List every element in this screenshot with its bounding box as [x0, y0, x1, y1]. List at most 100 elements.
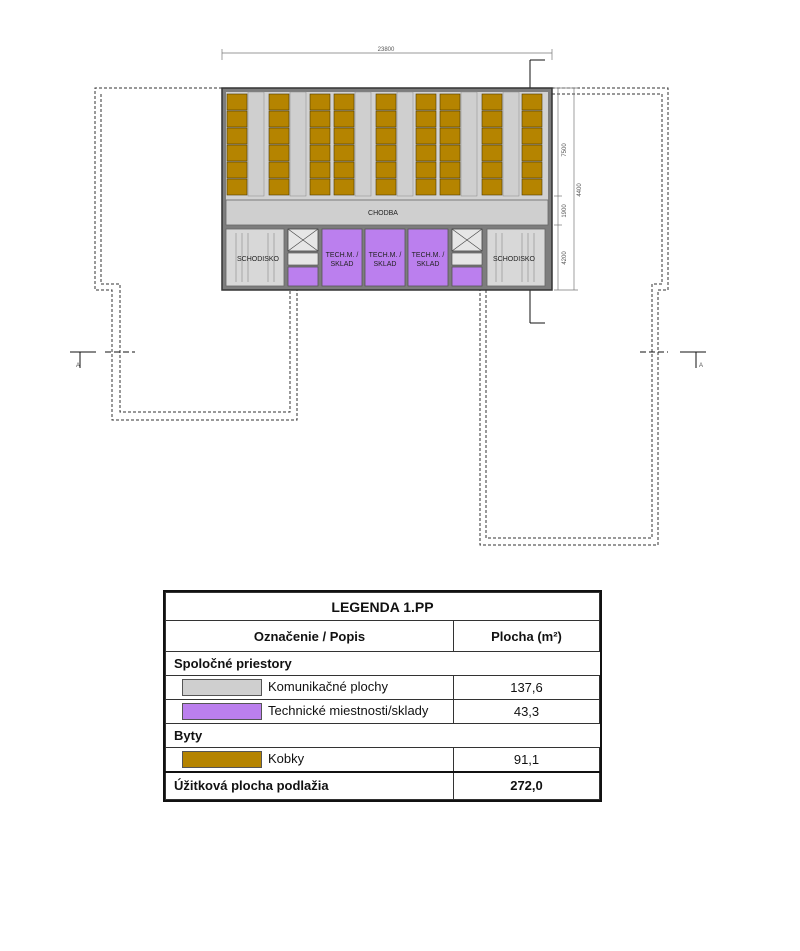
staircase-right [486, 228, 546, 287]
storage-cell [521, 93, 543, 111]
storage-cell [226, 144, 248, 162]
storage-cell [333, 127, 355, 145]
storage-aisle [460, 91, 478, 197]
legend-item-label: Technické miestnosti/sklady [268, 702, 429, 718]
storage-cell [481, 93, 503, 111]
storage-cell [481, 127, 503, 145]
storage-cell [333, 110, 355, 128]
tech-room-1-label-line1: TECH.M. / [326, 252, 359, 259]
staircase-left [225, 228, 285, 287]
storage-cell [226, 127, 248, 145]
storage-aisles [247, 91, 520, 197]
dimension-right-4: 4200 [562, 251, 568, 265]
storage-cell [521, 178, 543, 196]
section-cut-horizontal [70, 351, 706, 368]
legend-swatch [182, 679, 262, 697]
legend-group-name: Byty [165, 723, 600, 748]
storage-cell [415, 110, 437, 128]
tech-room-1-label-line2: SKLAD [331, 261, 354, 268]
legend-table: LEGENDA 1.PP Označenie / Popis Plocha (m… [163, 590, 602, 802]
storage-cell [309, 161, 331, 179]
dimension-top [221, 49, 553, 60]
storage-aisle [502, 91, 520, 197]
tech-room-3 [407, 228, 449, 287]
storage-cell [375, 161, 397, 179]
legend-swatch [182, 750, 262, 768]
storage-cell [309, 127, 331, 145]
legend-group-name: Spoločné priestory [165, 651, 600, 676]
section-marker-left: A [76, 363, 80, 369]
storage-cell [226, 110, 248, 128]
storage-cell [439, 178, 461, 196]
storage-cell [333, 178, 355, 196]
storage-cell [333, 144, 355, 162]
legend-item-row: Technické miestnosti/sklady 43,3 [165, 699, 600, 724]
storage-cell [439, 144, 461, 162]
tech-room-1 [321, 228, 363, 287]
storage-cell [309, 110, 331, 128]
legend-item-row: Kobky 91,1 [165, 747, 600, 772]
legend-item-desc: Komunikačné plochy [165, 675, 454, 700]
stair-treads-right [495, 233, 535, 282]
vestibule-left [287, 252, 319, 266]
tech-room-2-label-line2: SKLAD [374, 261, 397, 268]
legend-item-value: 43,3 [453, 699, 600, 724]
corridor-area [225, 199, 549, 226]
storage-cell [439, 161, 461, 179]
storage-cell [415, 93, 437, 111]
storage-aisle [289, 91, 307, 197]
storage-cell [481, 178, 503, 196]
storage-cell [439, 110, 461, 128]
storage-cell [481, 110, 503, 128]
storage-cell [481, 161, 503, 179]
legend-header-row: Označenie / Popis Plocha (m²) [165, 620, 600, 652]
storage-cell [226, 178, 248, 196]
legend-total-row: Úžitková plocha podlažia 272,0 [165, 770, 600, 800]
storage-aisle [354, 91, 372, 197]
storage-cell [375, 178, 397, 196]
storage-cell [415, 178, 437, 196]
legend-group-row: Spoločné priestory [165, 651, 600, 676]
storage-cell [268, 127, 290, 145]
storage-cell [439, 127, 461, 145]
tech-room-3-label-line2: SKLAD [417, 261, 440, 268]
dimension-right-3: 1900 [562, 204, 568, 218]
legend-item-desc: Technické miestnosti/sklady [165, 699, 454, 724]
floor-plan: 23800 7500 4400 1900 4200 A A CHODBA [70, 47, 706, 546]
storage-cell [521, 127, 543, 145]
legend-title: LEGENDA 1.PP [165, 592, 600, 621]
legend-item-value: 91,1 [453, 747, 600, 772]
section-cut-vertical [529, 59, 545, 324]
storage-cell [268, 110, 290, 128]
storage-cell [415, 127, 437, 145]
legend-item-label: Komunikačné plochy [268, 678, 388, 694]
storage-cell [481, 144, 503, 162]
dimension-right-1: 7500 [562, 143, 568, 157]
storage-cell [333, 161, 355, 179]
storage-cell [375, 93, 397, 111]
storage-cell [521, 161, 543, 179]
storage-cell [268, 144, 290, 162]
legend-total-label: Úžitková plocha podlažia [165, 770, 454, 800]
vestibule-right [451, 252, 483, 266]
storage-cell [226, 93, 248, 111]
tech-room-2 [364, 228, 406, 287]
tech-room-2-label-line1: TECH.M. / [369, 252, 402, 259]
storage-cell [309, 144, 331, 162]
staircase-right-label: SCHODISKO [493, 256, 536, 263]
corridor-label: CHODBA [368, 210, 398, 217]
storage-cell [521, 110, 543, 128]
storage-cell [268, 161, 290, 179]
tech-room-3-label-line1: TECH.M. / [412, 252, 445, 259]
storage-cell [375, 144, 397, 162]
storage-cell [415, 144, 437, 162]
storage-cell [226, 161, 248, 179]
storage-cell [415, 161, 437, 179]
legend-item-label: Kobky [268, 750, 305, 766]
stair-treads-left [235, 233, 275, 282]
storage-cell [375, 110, 397, 128]
storage-cell [309, 93, 331, 111]
storage-aisle [247, 91, 265, 197]
tech-room-small-left [287, 266, 319, 287]
dimension-top-label: 23800 [378, 47, 395, 53]
